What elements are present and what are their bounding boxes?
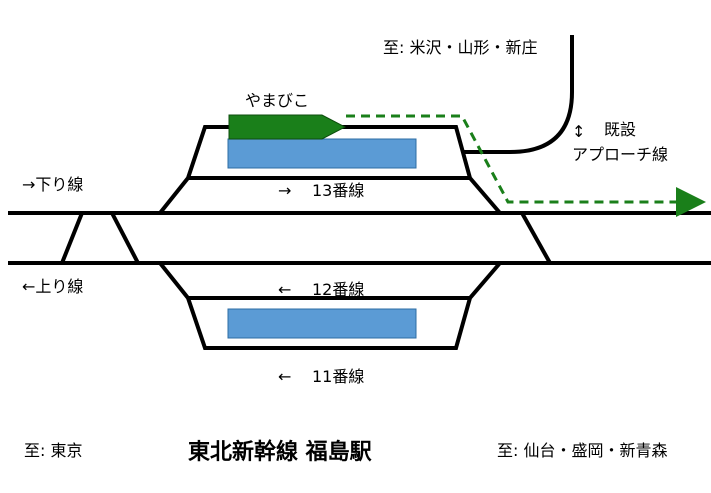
- destination-tokyo: 至: 東京: [24, 441, 82, 460]
- east-crossover: [520, 212, 552, 264]
- track-12-outer: [158, 261, 502, 350]
- platform-lower: [227, 308, 417, 339]
- existing-label: 既設: [604, 120, 636, 139]
- diagram-title: 東北新幹線 福島駅: [188, 439, 372, 465]
- yamabiko-label: やまびこ: [245, 91, 309, 110]
- yamabiko-train-icon: [228, 114, 347, 140]
- platform-upper: [227, 138, 417, 169]
- track-11-arrow-icon: ←: [278, 367, 291, 386]
- existing-approach-line: [462, 35, 574, 154]
- track-13-arrow-icon: →: [278, 181, 291, 200]
- up-line-label: ←上り線: [22, 277, 83, 296]
- updown-arrow-icon: ↕: [572, 122, 585, 141]
- destination-yonezawa: 至: 米沢・山形・新庄: [383, 38, 537, 57]
- track-12-label: 12番線: [312, 280, 364, 299]
- approach-line-label: アプローチ線: [572, 145, 668, 164]
- west-crossover-right: [110, 212, 140, 264]
- track-13-label: 13番線: [312, 181, 364, 200]
- down-line-label: →下り線: [22, 175, 83, 194]
- track-12-arrow-icon: ←: [278, 280, 291, 299]
- destination-sendai: 至: 仙台・盛岡・新青森: [497, 441, 667, 460]
- track-11-label: 11番線: [312, 367, 364, 386]
- west-crossover-left: [60, 212, 84, 264]
